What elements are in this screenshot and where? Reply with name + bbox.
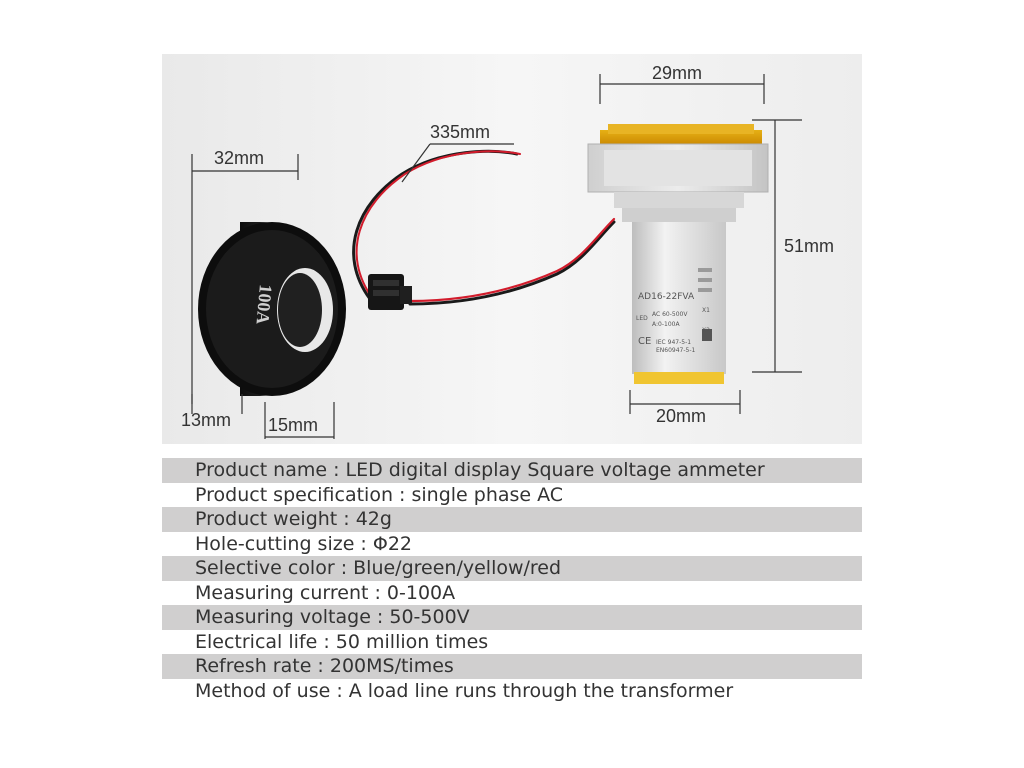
spec-row-measuring-current: Measuring current : 0-100A [162, 580, 862, 605]
meter-std2-text: EN60947-5-1 [656, 347, 696, 354]
meter-x2-text: X2 [702, 327, 710, 334]
ring-width-label: 32mm [214, 148, 264, 168]
meter-height-dimension [752, 119, 802, 373]
spec-row-electrical-life: Electrical life : 50 million times [162, 629, 862, 654]
spec-row-measuring-voltage: Measuring voltage : 50-500V [162, 605, 862, 630]
meter-body-width-label: 20mm [656, 406, 706, 426]
spec-row-selective-color: Selective color : Blue/green/yellow/red [162, 556, 862, 581]
meter-width-dimension [599, 74, 765, 104]
spec-row-product-name: Product name : LED digital display Squar… [162, 458, 862, 483]
product-card: 32mm 335mm 100A [162, 54, 862, 714]
spec-row-hole-cutting-size: Hole-cutting size : Φ22 [162, 531, 862, 556]
meter-led-text: LED [636, 315, 648, 322]
meter-std1-text: IEC 947-5-1 [656, 339, 691, 346]
cable [352, 149, 616, 306]
meter-ac-range-text: AC 60-500V [652, 311, 688, 318]
ring-thickness-label: 13mm [181, 410, 231, 430]
meter-height-label: 51mm [784, 236, 834, 256]
spec-row-refresh-rate: Refresh rate : 200MS/times [162, 654, 862, 679]
cable-length-label: 335mm [430, 122, 490, 142]
spec-row-product-weight: Product weight : 42g [162, 507, 862, 532]
meter-width-label: 29mm [652, 63, 702, 83]
current-transformer-ring [198, 222, 346, 396]
meter-model-text: AD16-22FVA [638, 292, 695, 302]
meter-a-range-text: A:0-100A [652, 321, 680, 328]
spec-row-product-specification: Product specification : single phase AC [162, 482, 862, 507]
meter-body-width-dimension [629, 390, 741, 414]
ring-hole-label: 15mm [268, 415, 318, 435]
connector [368, 274, 412, 310]
meter-ce-mark: CE [638, 336, 651, 347]
meter-x1-text: X1 [702, 307, 710, 314]
cable-length-dimension [401, 143, 514, 183]
spec-row-method-of-use: Method of use : A load line runs through… [162, 678, 862, 703]
ring-marking: 100A [253, 284, 276, 326]
ring-width-dimension [191, 154, 299, 404]
ring-bottom-dimensions [191, 394, 335, 439]
product-photo: 32mm 335mm 100A [162, 54, 862, 444]
digital-meter [587, 124, 769, 384]
spec-table: Product name : LED digital display Squar… [162, 458, 862, 703]
